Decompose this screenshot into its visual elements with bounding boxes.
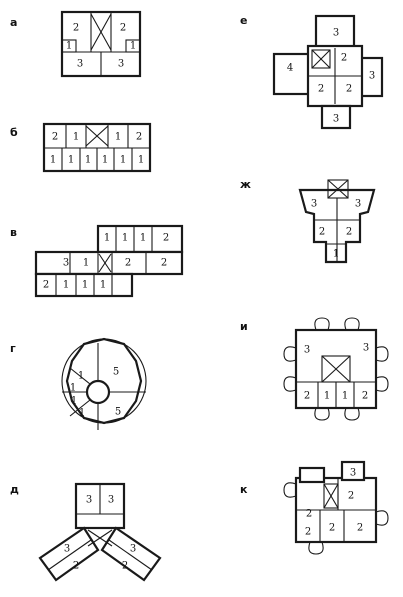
room-number: 2 <box>125 258 131 269</box>
panel-g-stair-core <box>85 379 111 405</box>
room-number: 2 <box>362 391 368 402</box>
panel-i: и 3 3 2 1 1 2 <box>240 317 389 421</box>
room-number: 2 <box>319 227 325 238</box>
panel-e: е 3 2 4 2 2 3 3 <box>240 14 384 130</box>
panel-v-label: в <box>10 226 17 239</box>
room-number: 5 <box>113 367 119 378</box>
room-number: 3 <box>369 71 375 82</box>
room-number: 2 <box>346 227 352 238</box>
room-number: 2 <box>120 23 126 34</box>
room-number: 3 <box>311 199 317 210</box>
room-number: 2 <box>73 23 79 34</box>
panel-g-inner-ring <box>61 338 147 424</box>
room-number: 1 <box>333 249 339 260</box>
room-number: 1 <box>104 233 110 244</box>
panel-k-top-left-wing <box>298 466 326 484</box>
room-number: 1 <box>120 155 126 166</box>
panel-zh: ж 3 3 2 2 1 <box>240 178 376 264</box>
room-number: 1 <box>73 132 79 143</box>
room-number: 1 <box>342 391 348 402</box>
room-number: 3 <box>108 495 114 506</box>
room-number: 2 <box>357 523 363 534</box>
panel-g: г 5 1 1 1 1 5 <box>10 337 147 430</box>
panel-v: в 1 1 1 2 3 1 2 2 2 1 1 1 <box>10 224 184 298</box>
room-number: 1 <box>102 155 108 166</box>
room-number: 2 <box>341 53 347 64</box>
panel-b-label: б <box>10 126 18 139</box>
room-number: 3 <box>333 114 339 125</box>
room-number: 1 <box>83 258 89 269</box>
room-number: 3 <box>77 59 83 70</box>
room-number: 3 <box>350 468 356 479</box>
panel-e-label: е <box>240 14 247 27</box>
panel-d: д 3 3 3 2 3 2 <box>10 482 162 582</box>
room-number: 4 <box>287 63 293 74</box>
room-number: 1 <box>115 132 121 143</box>
room-number: 1 <box>85 155 91 166</box>
panel-e-bottom-wing <box>320 104 352 130</box>
room-number: 1 <box>66 41 72 52</box>
room-number: 3 <box>355 199 361 210</box>
panel-k-top-right-wing <box>340 460 366 482</box>
room-number: 2 <box>136 132 142 143</box>
panel-b: б 2 1 1 2 1 1 1 1 1 1 <box>10 122 152 173</box>
panel-d-label: д <box>10 483 19 496</box>
room-number: 3 <box>363 343 369 354</box>
room-number: 3 <box>64 544 70 555</box>
room-number: 2 <box>163 233 169 244</box>
room-number: 2 <box>73 561 79 572</box>
room-number: 2 <box>304 391 310 402</box>
room-number: 1 <box>140 233 146 244</box>
room-number: 1 <box>138 155 144 166</box>
panel-k-label: к <box>240 483 248 496</box>
room-number: 2 <box>329 523 335 534</box>
room-number: 2 <box>43 280 49 291</box>
room-number: 1 <box>79 408 85 419</box>
room-number: 3 <box>118 59 124 70</box>
room-number: 1 <box>100 280 106 291</box>
panel-e-top-wing <box>314 14 356 50</box>
room-number: 2 <box>161 258 167 269</box>
panel-a: а 2 1 1 2 3 3 <box>10 10 142 78</box>
panel-d-left-wing <box>38 526 100 582</box>
room-number: 3 <box>86 495 92 506</box>
room-number: 1 <box>50 155 56 166</box>
room-number: 1 <box>70 383 76 394</box>
room-number: 2 <box>122 561 128 572</box>
room-number: 5 <box>115 407 121 418</box>
room-number: 1 <box>122 233 128 244</box>
room-number: 1 <box>71 396 77 407</box>
panel-a-label: а <box>10 16 17 29</box>
room-number: 3 <box>304 345 310 356</box>
room-number: 3 <box>63 258 69 269</box>
panel-d-right-wing <box>100 526 162 582</box>
room-number: 2 <box>348 491 354 502</box>
room-number: 3 <box>333 28 339 39</box>
room-number: 1 <box>68 155 74 166</box>
panel-g-label: г <box>10 342 16 355</box>
room-number: 2 <box>305 527 311 538</box>
room-number: 1 <box>78 371 84 382</box>
panel-i-label: и <box>240 320 248 333</box>
room-number: 1 <box>130 41 136 52</box>
room-number: 2 <box>52 132 58 143</box>
panel-zh-label: ж <box>240 178 251 191</box>
room-number: 3 <box>130 544 136 555</box>
panel-k: к 3 2 2 2 2 2 <box>240 460 389 555</box>
room-number: 2 <box>318 84 324 95</box>
room-number: 1 <box>324 391 330 402</box>
room-number: 1 <box>63 280 69 291</box>
room-number: 2 <box>306 509 312 520</box>
panel-v-lower-block <box>34 272 134 298</box>
room-number: 1 <box>82 280 88 291</box>
room-number: 2 <box>346 84 352 95</box>
